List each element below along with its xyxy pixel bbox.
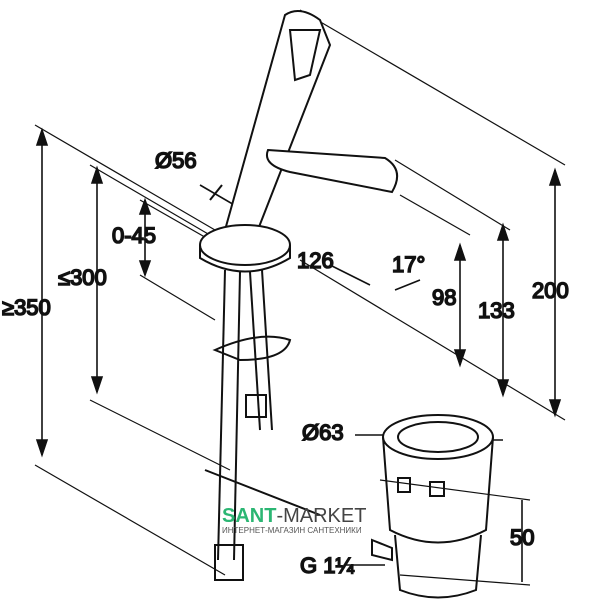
dim-98: 98 bbox=[432, 285, 456, 310]
watermark-tagline: ИНТЕРНЕТ-МАГАЗИН САНТЕХНИКИ bbox=[222, 526, 362, 535]
dim-min-350: ≥350 bbox=[2, 295, 51, 320]
dim-thread: G 1¼ bbox=[300, 553, 354, 578]
dim-133: 133 bbox=[478, 298, 515, 323]
waste-valve bbox=[371, 414, 494, 599]
faucet-body bbox=[199, 10, 399, 581]
dim-200: 200 bbox=[532, 278, 569, 303]
dim-max-300: ≤300 bbox=[58, 265, 107, 290]
watermark-brand-a: SANT bbox=[222, 505, 277, 527]
watermark-brand-b: -MARKET bbox=[276, 505, 367, 527]
dim-50: 50 bbox=[510, 525, 534, 550]
extension-lines bbox=[34, 9, 566, 586]
dim-126: 126 bbox=[297, 248, 334, 273]
watermark-brand: SANT-MARKET bbox=[222, 505, 366, 528]
dim-diameter-56: Ø56 bbox=[155, 148, 197, 173]
dim-diameter-63: Ø63 bbox=[302, 420, 344, 445]
watermark: SANT-MARKET ИНТЕРНЕТ-МАГАЗИН САНТЕХНИКИ bbox=[222, 505, 366, 535]
dim-angle-17: 17° bbox=[392, 252, 425, 277]
dim-range-0-45: 0-45 bbox=[112, 223, 156, 248]
dimension-arrows bbox=[35, 127, 562, 582]
